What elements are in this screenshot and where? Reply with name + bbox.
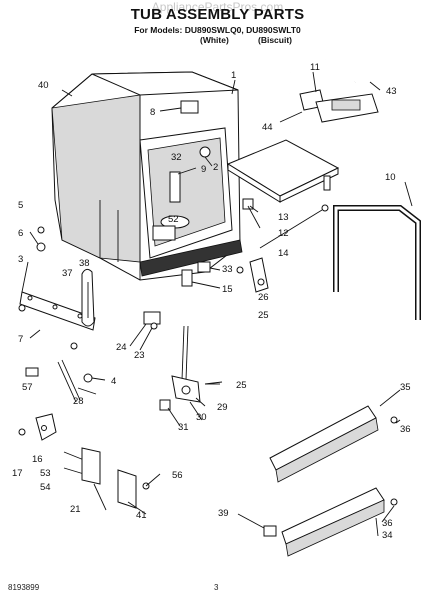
- callout-9: 9: [201, 164, 206, 175]
- callout-39: 39: [218, 508, 229, 519]
- callout-52: 52: [168, 214, 179, 225]
- callout-34: 34: [382, 530, 393, 541]
- callout-35: 35: [400, 382, 411, 393]
- callout-41: 41: [136, 510, 147, 521]
- callout-7: 7: [18, 334, 23, 345]
- document-number: 8193899: [8, 583, 40, 592]
- watermark: AppliancePartsPros.com: [151, 0, 284, 14]
- callout-36a: 36: [400, 424, 411, 435]
- rail-10: [333, 205, 421, 320]
- callout-16: 16: [32, 454, 43, 465]
- variant-biscuit: (Biscuit): [258, 35, 292, 45]
- callout-23: 23: [134, 350, 145, 361]
- callout-43: 43: [386, 86, 397, 97]
- callout-37: 37: [62, 268, 73, 279]
- toe-panels: [263, 405, 398, 557]
- callout-6: 6: [18, 228, 23, 239]
- callout-56: 56: [172, 470, 183, 481]
- callout-25b: 25: [236, 380, 247, 391]
- callout-40: 40: [38, 80, 49, 91]
- callout-1: 1: [231, 70, 236, 81]
- variant-white: (White): [200, 35, 229, 45]
- model-numbers: For Models: DU890SWLQ0, DU890SWLT0: [134, 25, 301, 35]
- callout-10: 10: [385, 172, 396, 183]
- callout-29: 29: [217, 402, 228, 413]
- page-number: 3: [214, 583, 219, 592]
- callout-11: 11: [310, 62, 320, 73]
- callout-17: 17: [12, 468, 23, 479]
- hinge-assembly: [159, 325, 223, 411]
- callout-26: 26: [258, 292, 269, 303]
- callout-32: 32: [171, 152, 182, 163]
- callout-54: 54: [40, 482, 51, 493]
- callout-12: 12: [278, 228, 289, 239]
- callout-30: 30: [196, 412, 207, 423]
- callout-4: 4: [111, 376, 116, 387]
- tray-parts: [226, 139, 340, 212]
- callout-38: 38: [79, 258, 90, 269]
- callout-2: 2: [213, 162, 218, 173]
- callout-14: 14: [278, 248, 289, 259]
- callout-24: 24: [116, 342, 127, 353]
- callout-15: 15: [222, 284, 233, 295]
- callout-21: 21: [70, 504, 81, 515]
- callout-3: 3: [18, 254, 23, 265]
- center-parts: [143, 257, 269, 330]
- callout-13: 13: [278, 212, 289, 223]
- lower-left-parts: [18, 413, 150, 509]
- leader-lines: [21, 71, 413, 537]
- callout-44: 44: [262, 122, 273, 133]
- callout-5: 5: [18, 200, 23, 211]
- callout-8: 8: [150, 107, 155, 118]
- callout-33: 33: [222, 264, 233, 275]
- left-rail-parts: [18, 226, 96, 403]
- callout-25a: 25: [258, 310, 269, 321]
- callout-labels: 1 2 3 4 5 6 7 8 9 10 11 12 13 14 15 16 1…: [12, 62, 411, 541]
- callout-31: 31: [178, 422, 189, 433]
- callout-57: 57: [22, 382, 33, 393]
- diagram-title: TUB ASSEMBLY PARTS: [130, 6, 305, 23]
- callout-36b: 36: [382, 518, 393, 529]
- tub-body: [51, 71, 243, 281]
- hose-assembly: [284, 58, 379, 123]
- callout-53: 53: [40, 468, 51, 479]
- callout-28: 28: [73, 396, 84, 407]
